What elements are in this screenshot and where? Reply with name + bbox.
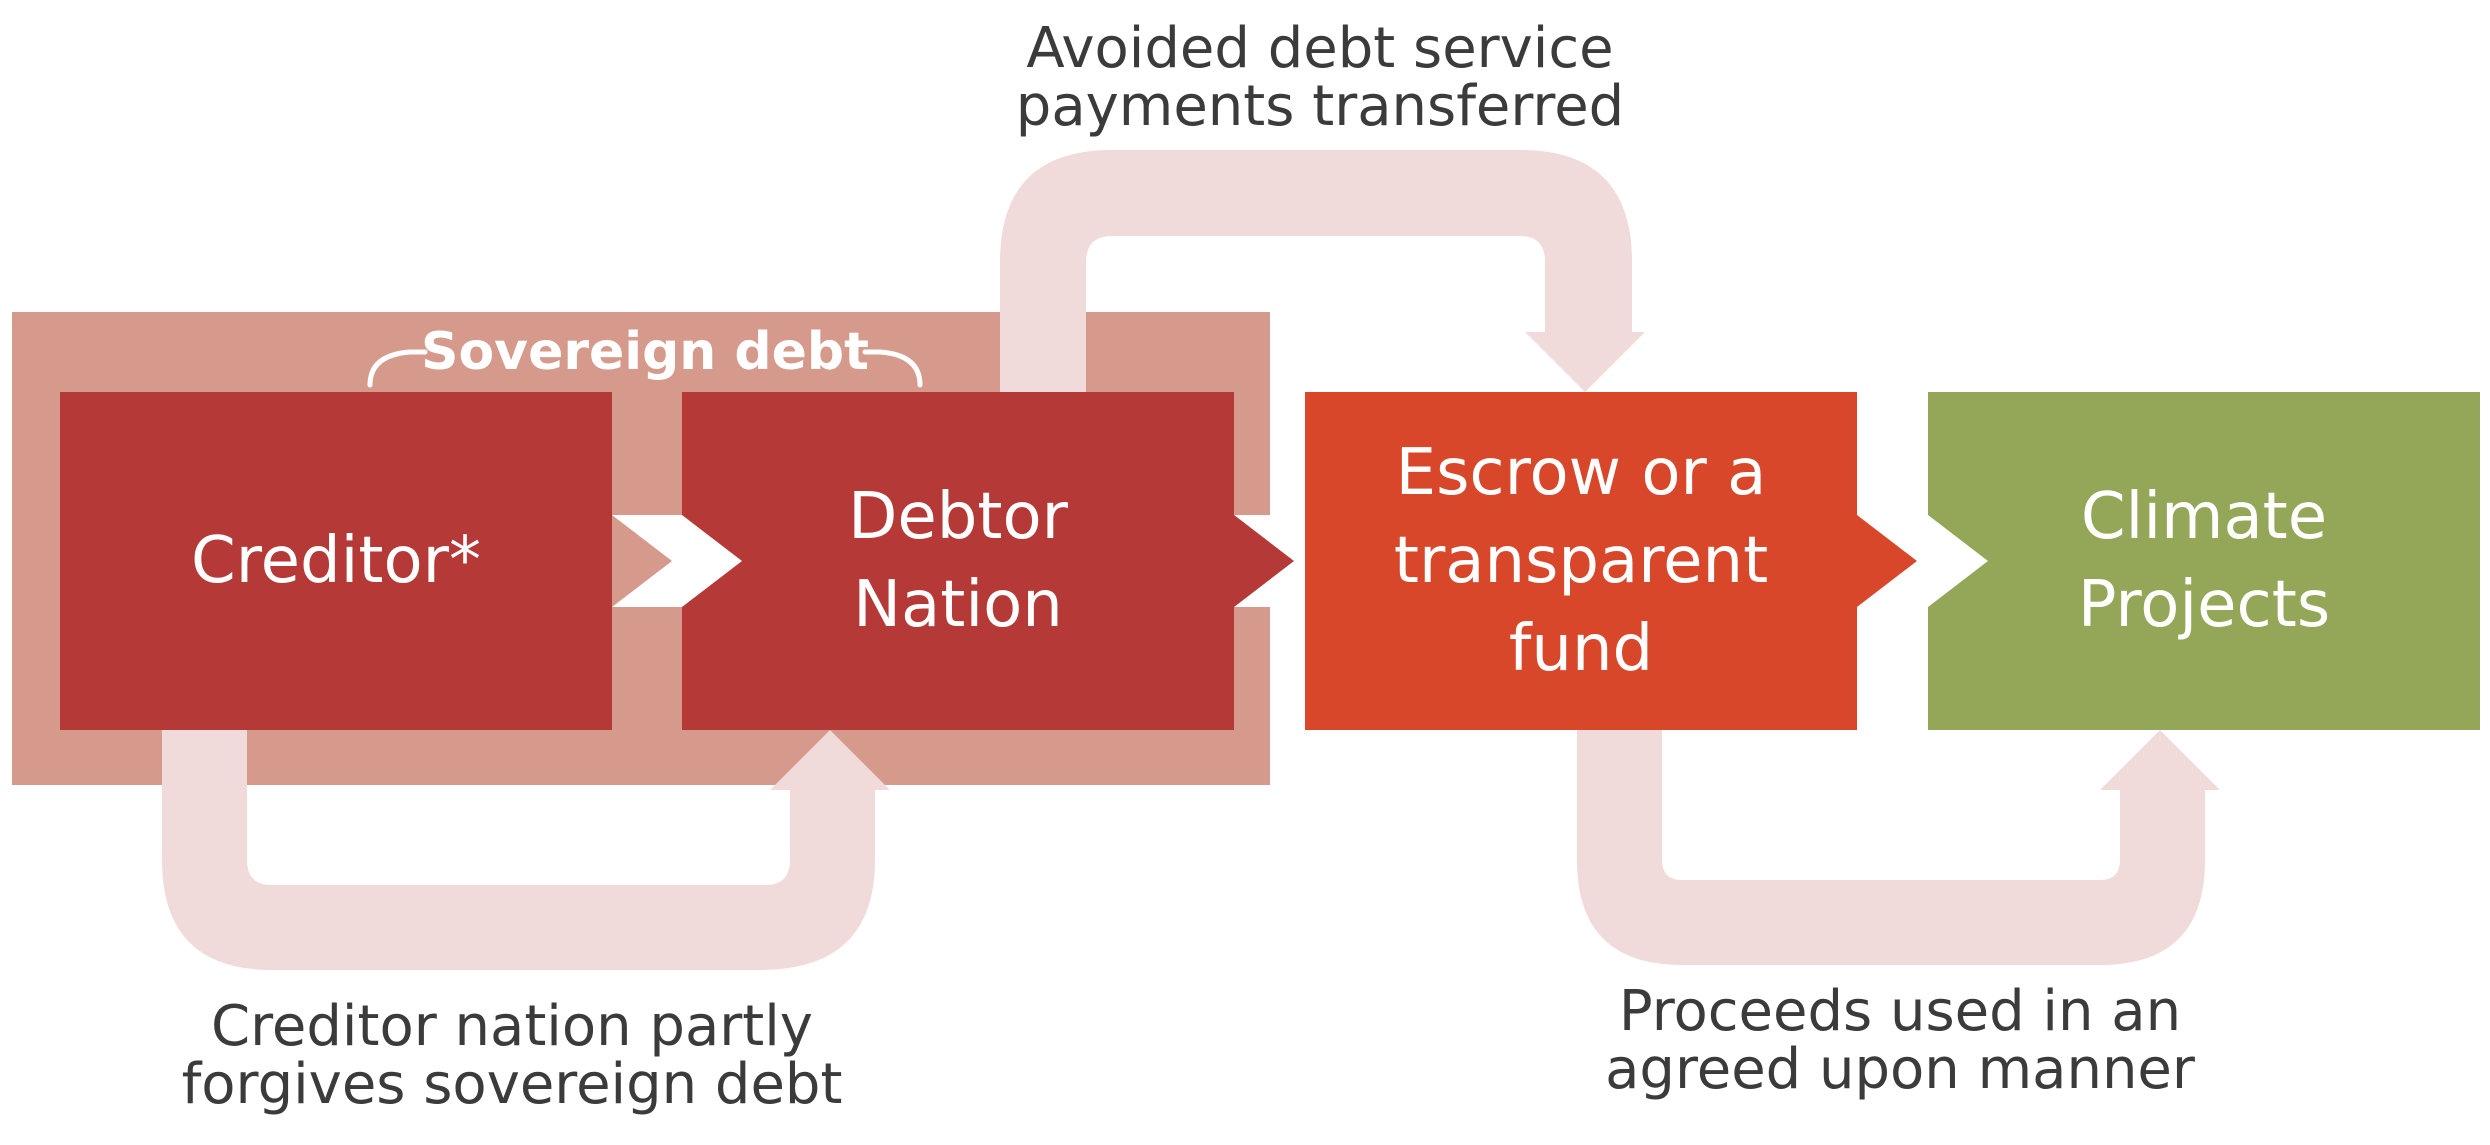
climate-label: Climate Projects	[1928, 392, 2480, 730]
chevron-arrow-tip-debtor-to-escrow	[1234, 515, 1294, 607]
chevron-arrow-debtor-to-escrow	[1234, 515, 1305, 607]
proceeds-flow-label-line-2: agreed upon manner	[1605, 1037, 2195, 1102]
transfer-flow-arrow	[1000, 150, 1645, 392]
forgive-flow-label-line-2: forgives sovereign debt	[181, 1052, 843, 1117]
climate-label-line-1: Climate	[2080, 480, 2328, 554]
proceeds-flow-label-line-1: Proceeds used in an	[1618, 979, 2182, 1044]
transfer-flow-label-line-1: Avoided debt service	[1026, 16, 1614, 81]
creditor-label: Creditor*	[60, 392, 612, 730]
debtor-box	[682, 392, 1234, 730]
chevron-arrow-creditor-to-debtor	[612, 515, 742, 607]
creditor-label-line-1: Creditor*	[191, 524, 481, 598]
forgive-flow-arrow	[162, 730, 890, 970]
escrow-label-line-3: fund	[1508, 612, 1654, 686]
creditor-box	[60, 392, 612, 730]
escrow-label-line-2: transparent	[1393, 524, 1769, 598]
transfer-flow-label: Avoided debt service payments transferre…	[920, 20, 1720, 136]
forgive-flow-label: Creditor nation partly forgives sovereig…	[112, 998, 912, 1114]
escrow-label-line-1: Escrow or a	[1395, 436, 1767, 510]
debtor-label-line-1: Debtor	[848, 480, 1068, 554]
proceeds-flow-label: Proceeds used in an agreed upon manner	[1500, 983, 2300, 1099]
debtor-label-line-2: Nation	[853, 568, 1063, 642]
climate-label-line-2: Projects	[2077, 568, 2331, 642]
proceeds-flow-arrow	[1577, 730, 2220, 965]
transfer-flow-label-line-2: payments transferred	[1015, 74, 1625, 139]
chevron-notch-climate	[1928, 515, 1988, 607]
chevron-arrow-tip-escrow-to-climate	[1857, 515, 1917, 607]
forgive-flow-label-line-1: Creditor nation partly	[211, 994, 813, 1059]
sovereign-debt-label: Sovereign debt	[421, 322, 869, 382]
debtor-label: Debtor Nation	[682, 392, 1234, 730]
chevron-arrow-escrow-to-climate	[1857, 515, 1928, 607]
climate-box	[1928, 392, 2480, 730]
escrow-label: Escrow or a transparent fund	[1305, 392, 1857, 730]
sovereign-debt-brace-icon	[367, 349, 923, 388]
escrow-box	[1305, 392, 1857, 730]
